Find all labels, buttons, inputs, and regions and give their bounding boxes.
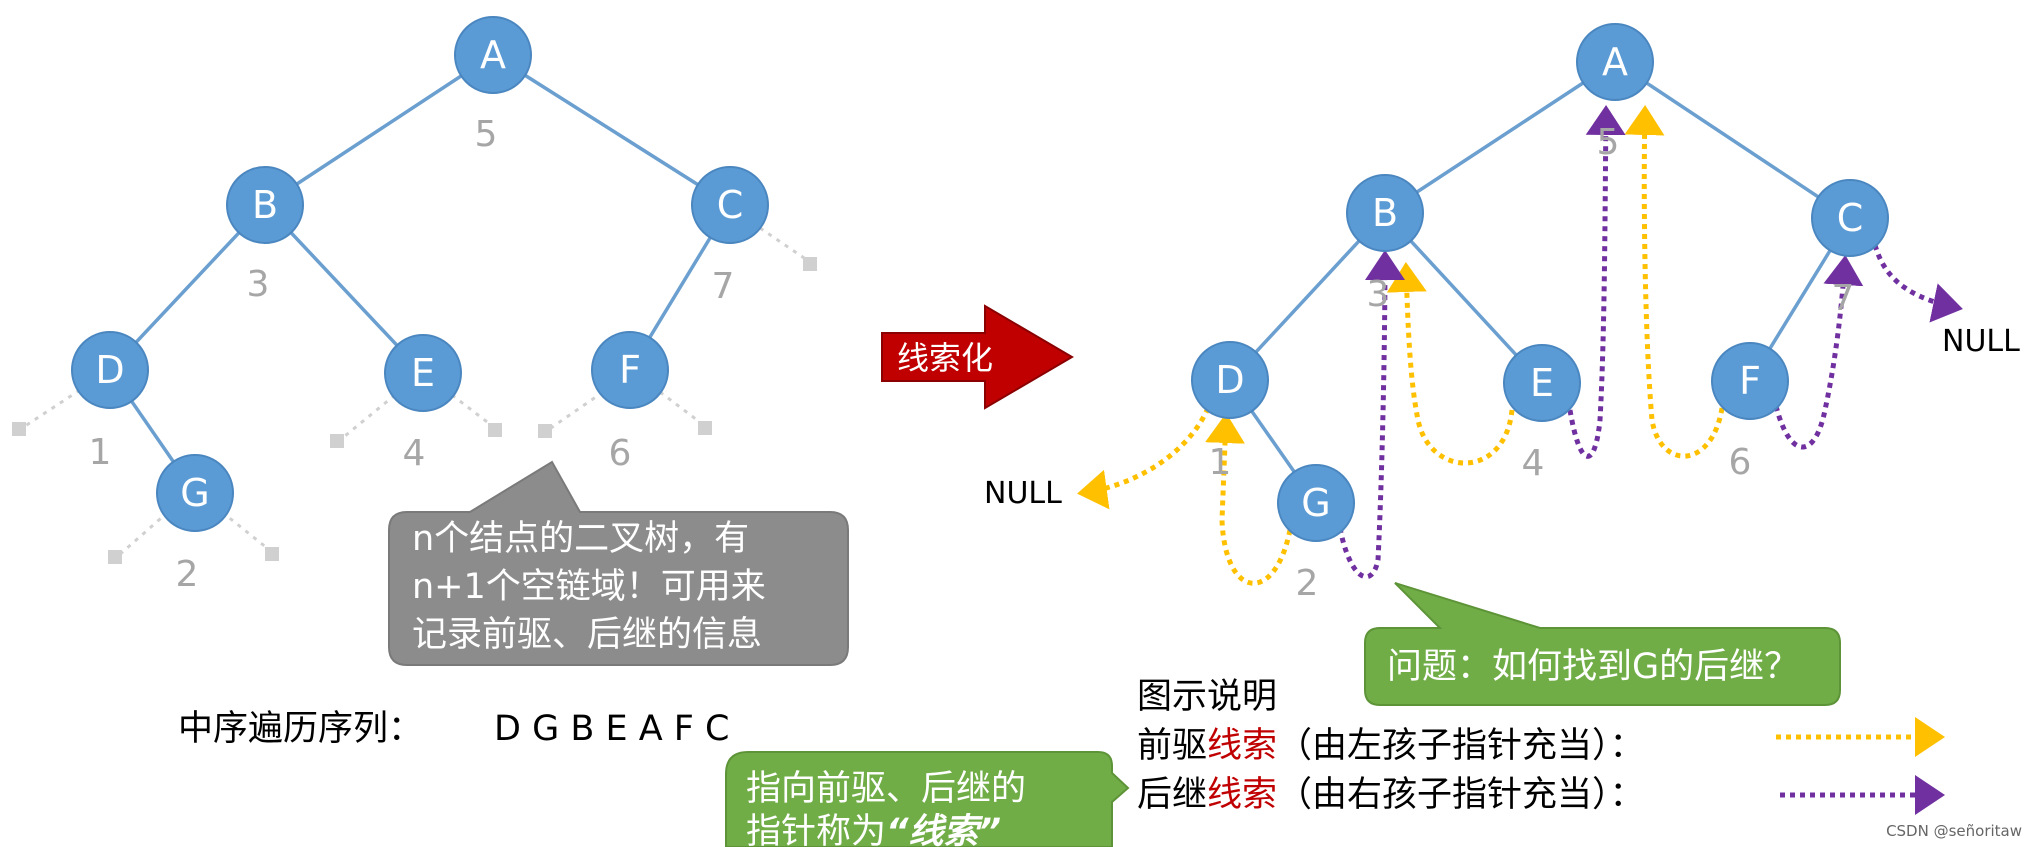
right-order-a: 5: [1597, 122, 1620, 163]
threading-arrow: 线索化: [881, 304, 1074, 410]
left-node-a: A: [454, 16, 532, 94]
left-node-g: G: [156, 454, 234, 532]
green-callout-line-1: 指向前驱、后继的: [746, 769, 1026, 809]
edge-a-b: [264, 53, 494, 207]
left-node-f: F: [591, 331, 669, 409]
edge-a-b-right: [1384, 60, 1616, 215]
svg-text:E: E: [411, 351, 435, 395]
right-order-d: 1: [1209, 442, 1232, 483]
left-order-f: 6: [609, 433, 632, 474]
thread-e-suc-a: [1567, 105, 1626, 459]
thread-f-suc-c: [1773, 255, 1864, 450]
svg-text:F: F: [619, 348, 641, 392]
svg-text:F: F: [1739, 359, 1761, 403]
svg-text:B: B: [252, 183, 278, 227]
svg-text:D: D: [1215, 358, 1244, 402]
green-callout-question: 问题：如何找到G的后继？: [1364, 582, 1841, 706]
right-order-g: 2: [1296, 563, 1319, 604]
right-node-a: A: [1576, 23, 1654, 101]
thread-f-pre-a: [1624, 105, 1725, 459]
right-node-c: C: [1811, 179, 1889, 257]
svg-text:E: E: [1530, 361, 1554, 405]
right-node-f: F: [1711, 342, 1789, 420]
inorder-sequence: D G B E A F C: [494, 709, 729, 749]
right-order-e: 4: [1522, 443, 1545, 484]
left-node-d: D: [71, 331, 149, 409]
legend-successor-label: 后继线索（由右孩子指针充当）：: [1137, 775, 1645, 815]
left-order-a: 5: [475, 114, 498, 155]
left-node-b: B: [226, 166, 304, 244]
right-order-c: 7: [1832, 278, 1855, 319]
right-tree: A B C D E F G 5 3 7 1 4 6 2 NULL NULL: [984, 23, 2020, 604]
successor-threads: [1337, 105, 1963, 580]
svg-text:C: C: [717, 183, 744, 227]
null-label-left: NULL: [984, 476, 1062, 511]
svg-text:D: D: [95, 348, 124, 392]
gray-callout-line-2: n+1个空链域！可用来: [412, 567, 766, 607]
legend: 图示说明 前驱线索（由左孩子指针充当）： 后继线索（由右孩子指针充当）：: [1137, 677, 1945, 815]
legend-predecessor-label: 前驱线索（由左孩子指针充当）：: [1137, 726, 1645, 766]
gray-callout: n个结点的二叉树，有 n+1个空链域！可用来 记录前驱、后继的信息: [388, 460, 849, 666]
left-node-e: E: [384, 334, 462, 412]
thread-c-suc-null: [1872, 244, 1963, 323]
threading-arrow-label: 线索化: [897, 339, 993, 377]
gray-callout-line-1: n个结点的二叉树，有: [412, 519, 749, 559]
edge-a-c: [492, 53, 731, 207]
left-order-e: 4: [403, 433, 426, 474]
svg-text:G: G: [180, 471, 209, 515]
watermark: CSDN @señoritaw: [1886, 822, 2022, 840]
left-tree: A B C D E F G 5 3 7 1 4 6 2: [12, 16, 817, 595]
gray-callout-line-3: 记录前驱、后继的信息: [412, 615, 762, 655]
left-order-d: 1: [89, 432, 112, 473]
thread-g-pre-d: [1205, 413, 1293, 586]
svg-text:A: A: [1602, 40, 1628, 84]
green-callout-definition: 指向前驱、后继的 指针称为“线索”: [725, 751, 1130, 847]
legend-title: 图示说明: [1137, 677, 1277, 717]
right-node-g: G: [1277, 464, 1355, 542]
null-link-stubs: [12, 226, 817, 564]
right-node-e: E: [1503, 344, 1581, 422]
left-order-c: 7: [712, 266, 735, 307]
right-order-b: 3: [1367, 274, 1390, 315]
svg-text:C: C: [1837, 196, 1864, 240]
edge-a-c-right: [1614, 60, 1851, 220]
right-node-d: D: [1191, 341, 1269, 419]
inorder-label: 中序遍历序列：: [178, 709, 423, 749]
right-order-f: 6: [1729, 442, 1752, 483]
svg-text:B: B: [1372, 191, 1398, 235]
left-node-c: C: [691, 166, 769, 244]
null-label-right: NULL: [1942, 324, 2020, 359]
thread-d-pre-null: [1077, 407, 1211, 510]
svg-text:G: G: [1301, 481, 1330, 525]
predecessor-threads: [1077, 105, 1725, 586]
svg-text:A: A: [480, 33, 506, 77]
green-callout-line-2: 指针称为“线索”: [746, 812, 1001, 847]
thread-e-pre-b: [1386, 262, 1515, 466]
left-order-g: 2: [176, 554, 199, 595]
green-callout-question-text: 问题：如何找到G的后继？: [1387, 647, 1799, 687]
right-node-b: B: [1346, 174, 1424, 252]
left-order-b: 3: [247, 264, 270, 305]
